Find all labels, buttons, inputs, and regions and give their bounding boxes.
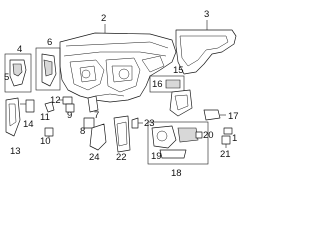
left-side-panel (5, 97, 21, 137)
callout-4: 4 (17, 44, 22, 55)
part-1-group: 1 (223, 127, 237, 144)
callout-22: 22 (116, 152, 127, 163)
part-24-group: 24 (89, 123, 107, 163)
part-5-group: 5 (4, 72, 9, 83)
part-9-group: 9 (65, 103, 75, 121)
right-upper-panel (175, 29, 237, 75)
right-lower-panel (169, 89, 193, 117)
callout-24: 24 (89, 152, 100, 163)
part-15-group: 15 (173, 65, 184, 76)
callout-1: 1 (232, 133, 237, 144)
part-21-group: 21 (220, 135, 231, 160)
part-17-group: 17 (203, 109, 239, 122)
part-7-group: 7 (87, 95, 99, 121)
callout-5: 5 (4, 72, 9, 83)
callout-15: 15 (173, 65, 184, 76)
callout-2: 2 (101, 13, 106, 24)
callout-12: 12 (50, 95, 61, 106)
part-4-group: 4 (4, 44, 32, 93)
part-13-group: 13 (10, 146, 21, 157)
callout-8: 8 (80, 126, 85, 137)
part-2-group: 2 (101, 13, 106, 34)
part-14-group: 14 (5, 97, 35, 137)
callout-6: 6 (47, 37, 52, 48)
callout-11: 11 (40, 112, 50, 123)
box-4 (4, 53, 32, 93)
callout-16: 16 (152, 79, 163, 90)
part-19-group: 19 (151, 151, 162, 162)
callout-20: 20 (203, 130, 214, 141)
centre-lower-panel (113, 115, 131, 153)
callout-23: 23 (144, 118, 155, 129)
callout-21: 21 (220, 149, 231, 160)
instrument-panel (59, 32, 177, 103)
box-6 (35, 47, 61, 91)
callout-3: 3 (204, 9, 209, 20)
callout-19: 19 (151, 151, 162, 162)
part-20-group: 20 (195, 130, 214, 141)
part-6-group: 6 (35, 37, 61, 91)
lower-centre-bracket (89, 123, 107, 151)
part-10-group: 10 (40, 127, 54, 147)
part-3-group: 3 (175, 9, 237, 75)
part-11-group: 11 (40, 101, 55, 123)
callout-10: 10 (40, 136, 51, 147)
callout-13: 13 (10, 146, 21, 157)
box-16 (149, 75, 185, 93)
part-16-group: 16 (149, 75, 185, 93)
callout-17: 17 (228, 111, 239, 122)
instrument-panel-parts-diagram: 2 3 4 5 6 (4, 9, 239, 179)
part-22-group: 22 (113, 115, 131, 163)
callout-9: 9 (67, 110, 72, 121)
part-18-group: 18 (147, 121, 209, 179)
part-23-group: 23 (131, 117, 155, 129)
box-18 (147, 121, 209, 165)
callout-7: 7 (94, 110, 99, 121)
callout-18: 18 (171, 168, 182, 179)
callout-14: 14 (23, 119, 34, 130)
